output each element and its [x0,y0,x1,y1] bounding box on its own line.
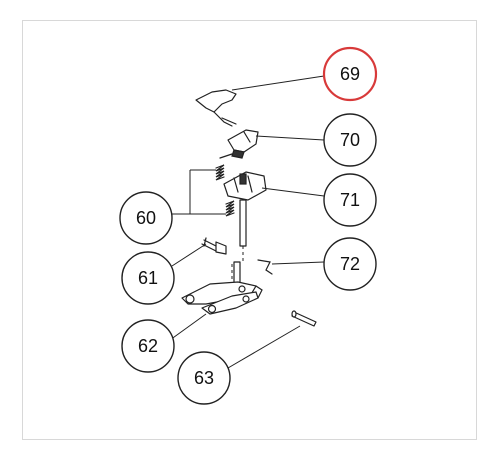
callout-62-label: 62 [138,336,158,356]
callout-60-label: 60 [136,208,156,228]
callout-63[interactable]: 63 [177,351,231,405]
callout-60[interactable]: 60 [119,191,173,245]
part-71-latch-body [223,171,267,247]
part-61-bolt [201,237,227,255]
callout-61[interactable]: 61 [121,251,175,305]
callout-70[interactable]: 70 [323,113,377,167]
leader-lines [169,75,325,369]
callout-72[interactable]: 72 [323,237,377,291]
callout-69[interactable]: 69 [322,46,378,102]
part-60-spring-upper [215,153,233,181]
part-72-spring-clip [257,259,273,275]
callout-62[interactable]: 62 [121,319,175,373]
callout-63-label: 63 [194,368,214,388]
callout-71[interactable]: 71 [323,173,377,227]
part-62-linkage-bracket [181,281,263,315]
callout-61-label: 61 [138,268,158,288]
part-63-pin [291,310,317,327]
callout-69-label: 69 [340,64,360,84]
part-60-spring-lower [225,200,235,217]
part-70-latch-cap [227,129,259,159]
callout-71-label: 71 [340,190,360,210]
part-69-wire-clip [195,89,237,127]
callout-70-label: 70 [340,130,360,150]
callout-72-label: 72 [340,254,360,274]
